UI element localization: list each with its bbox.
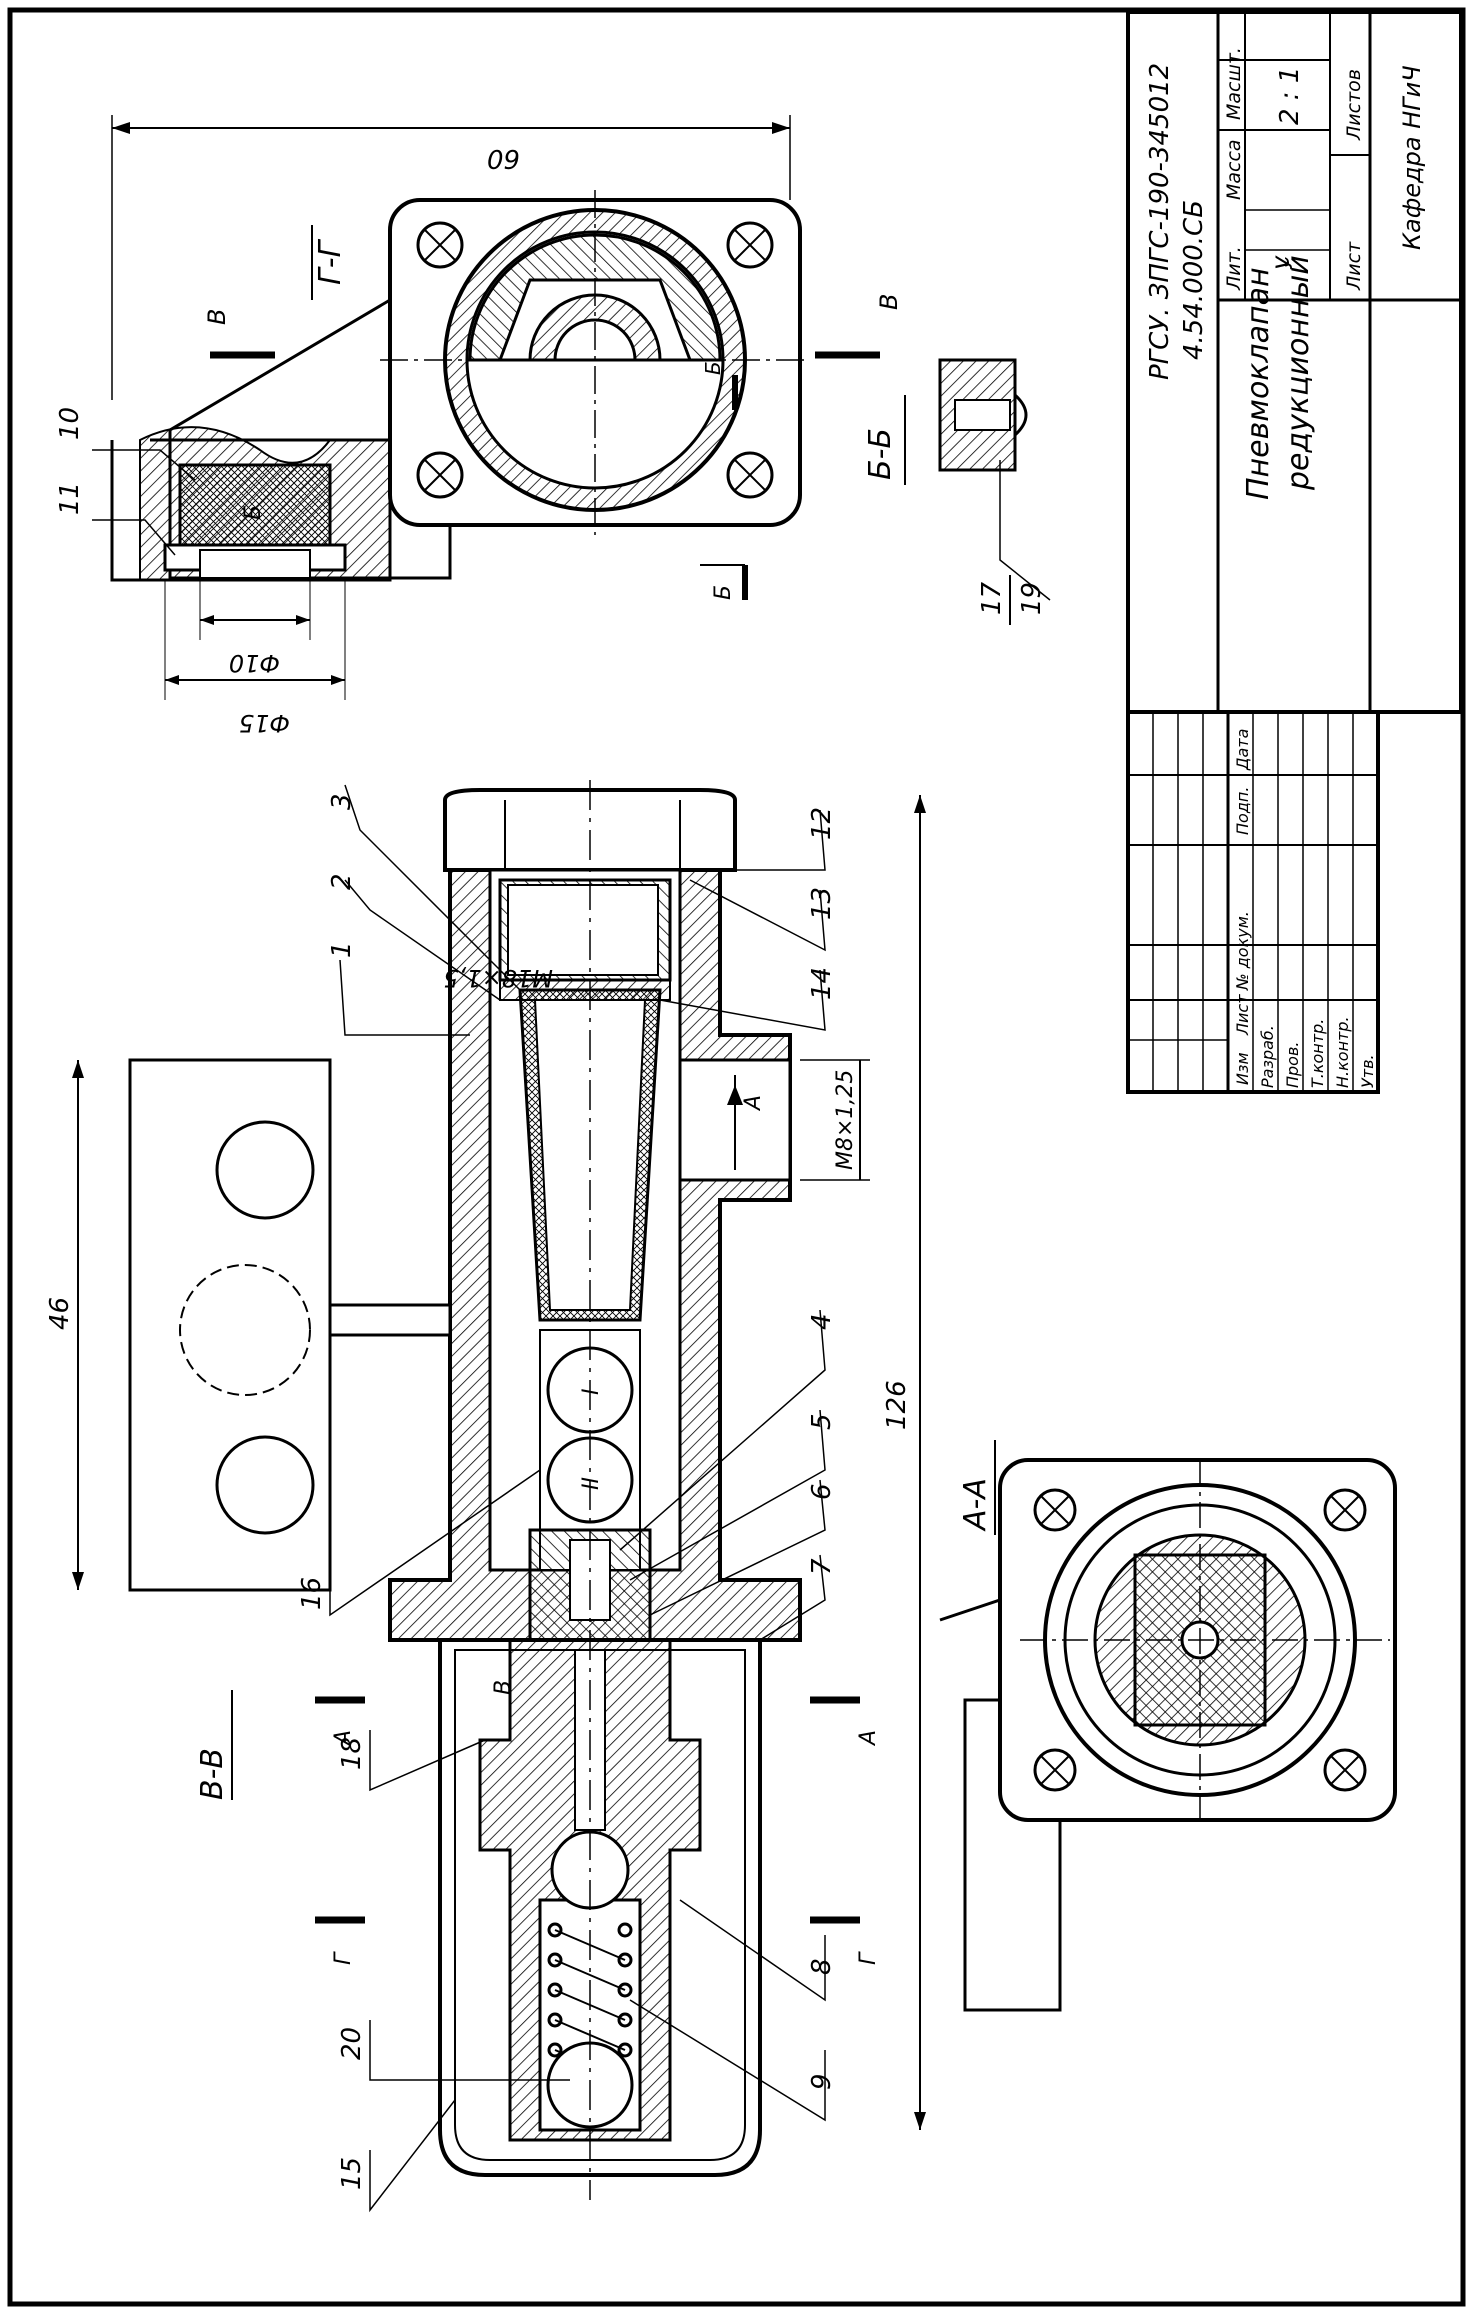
title-block: РГСУ. ЗПГС-190-345012 4.54.000.СБ Пневмо… <box>1126 10 1463 1094</box>
scale-header: Масшт. <box>1223 47 1245 120</box>
sign-row-nkontr: Н.контр. <box>1333 1016 1352 1088</box>
cut-letter-a-right: А <box>856 1730 881 1747</box>
row-label-list: Лист <box>1233 994 1252 1036</box>
main-section-vv: 126 46 28 M18×1,5 <box>45 780 926 2213</box>
row-label-doc: № докум. <box>1233 911 1252 991</box>
part-number-4: 4 <box>807 1313 837 1330</box>
cut-letter-v-right: В <box>875 294 903 310</box>
section-aa-view: А-А <box>939 1440 1397 2012</box>
cut-letter-v-left: В <box>203 309 231 325</box>
scale-value: 2 : 1 <box>1275 67 1305 125</box>
part-number-7: 7 <box>807 1558 837 1575</box>
part-number-20: 20 <box>337 2027 367 2060</box>
sheets-label: Листов <box>1343 69 1365 141</box>
sign-row-prov: Пров. <box>1283 1042 1302 1089</box>
lit-value: У <box>1273 255 1298 270</box>
dim-m8: M8×1,25 <box>833 1070 858 1170</box>
flow-label-v: В <box>491 1680 516 1695</box>
mass-header: Масса <box>1223 139 1245 200</box>
part-number-18: 18 <box>337 1737 367 1770</box>
part-number-17: 17 <box>977 581 1007 615</box>
dim-126: 126 <box>882 1380 912 1430</box>
part-number-14: 14 <box>807 967 837 1000</box>
cut-letter-g-left: Г <box>331 1951 356 1965</box>
row-label-date: Дата <box>1233 729 1252 771</box>
section-label-gg: Г-Г <box>313 238 348 285</box>
part-number-9: 9 <box>807 2073 837 2090</box>
cut-letter-b-top: Б <box>701 361 725 375</box>
ball-label-two: II <box>579 1477 604 1490</box>
sheet-label: Лист <box>1343 241 1365 291</box>
section-label-aa: А-А <box>958 1478 993 1532</box>
product-name-line2: редукционный <box>1281 255 1316 491</box>
sign-row-tkontr: Т.контр. <box>1308 1019 1327 1088</box>
sheet-frame <box>7 7 1466 2307</box>
dim-b-detail: Б <box>241 505 266 520</box>
part-number-12: 12 <box>807 807 837 840</box>
department-label: Кафедра НГиЧ <box>1398 65 1426 250</box>
cut-letter-g-right: Г <box>856 1951 881 1965</box>
doc-number-line1: РГСУ. ЗПГС-190-345012 <box>1145 63 1175 380</box>
section-label-vv: В-В <box>195 1748 230 1800</box>
row-label-sign: Подп. <box>1233 787 1252 835</box>
lit-header: Лит. <box>1223 246 1245 291</box>
dim-46: 46 <box>45 1297 75 1330</box>
ball-label-one: I <box>579 1389 604 1396</box>
cut-letter-b-bottom: Б <box>711 585 736 600</box>
dim-phi10: Ф10 <box>229 649 280 677</box>
part-number-13: 13 <box>807 887 837 920</box>
part-number-2: 2 <box>327 873 357 890</box>
section-label-bb: Б-Б <box>863 428 898 480</box>
sign-row-razrab: Разраб. <box>1258 1025 1277 1088</box>
sign-row-utv: Утв. <box>1358 1054 1377 1088</box>
part-number-10: 10 <box>55 407 85 440</box>
part-number-8: 8 <box>807 1958 837 1975</box>
part-number-1: 1 <box>327 941 357 958</box>
part-number-16: 16 <box>297 1577 327 1610</box>
part-number-15: 15 <box>337 2157 367 2190</box>
part-number-11: 11 <box>55 482 85 515</box>
part-number-3: 3 <box>327 793 357 810</box>
cut-letter-a-left: А <box>331 1730 356 1747</box>
section-gg-view: 60 Б <box>55 115 903 737</box>
dim-60: 60 <box>487 143 520 173</box>
section-bb-view: Б-Б 17 19 <box>863 358 1051 625</box>
product-name-line1: Пневмоклапан <box>1241 267 1276 500</box>
dim-phi15: Ф15 <box>239 709 290 737</box>
part-number-19: 19 <box>1017 582 1047 615</box>
flow-arrow-a: А <box>741 1095 766 1112</box>
doc-number-line2: 4.54.000.СБ <box>1179 200 1209 360</box>
row-label-izm: Изм <box>1233 1052 1252 1085</box>
part-number-5: 5 <box>807 1413 837 1430</box>
part-number-6: 6 <box>807 1483 837 1500</box>
